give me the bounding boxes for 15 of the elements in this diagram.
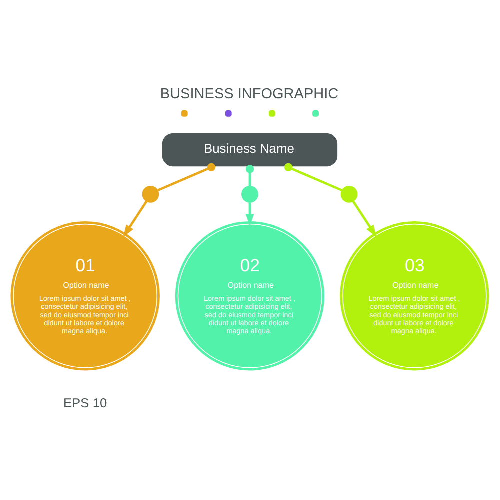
- node-circle: [340, 185, 358, 202]
- node-box: Business Name: [162, 132, 338, 166]
- arrow: [123, 200, 148, 237]
- node-circle: 03 Option name Lorem ipsum dolor sit amet , consectetur adipisicing elit, sed do eiusmod tempor inci didunt ut labore et dolore magna aliqua.: [340, 220, 490, 370]
- node-circle: 02 Option name Lorem ipsum dolor sit amet , consectetur adipisicing elit, sed do eiusmod tempor inci didunt ut labore et dolore magna aliqua.: [175, 220, 325, 370]
- label: EPS 10: [63, 394, 108, 410]
- connector: [158, 162, 216, 192]
- diagram-title: BUSINESS INFOGRAPHIC: [160, 86, 339, 102]
- node-circle: [242, 185, 258, 202]
- connector: [284, 162, 342, 192]
- node-circle: 01 Option name Lorem ipsum dolor sit amet , consectetur adipisicing elit, sed do eiusmod tempor inci didunt ut labore et dolore magna aliqua.: [10, 220, 160, 370]
- arrow: [246, 202, 254, 226]
- arrow: [352, 200, 377, 237]
- node-circle: [142, 185, 160, 202]
- connector: [246, 164, 254, 186]
